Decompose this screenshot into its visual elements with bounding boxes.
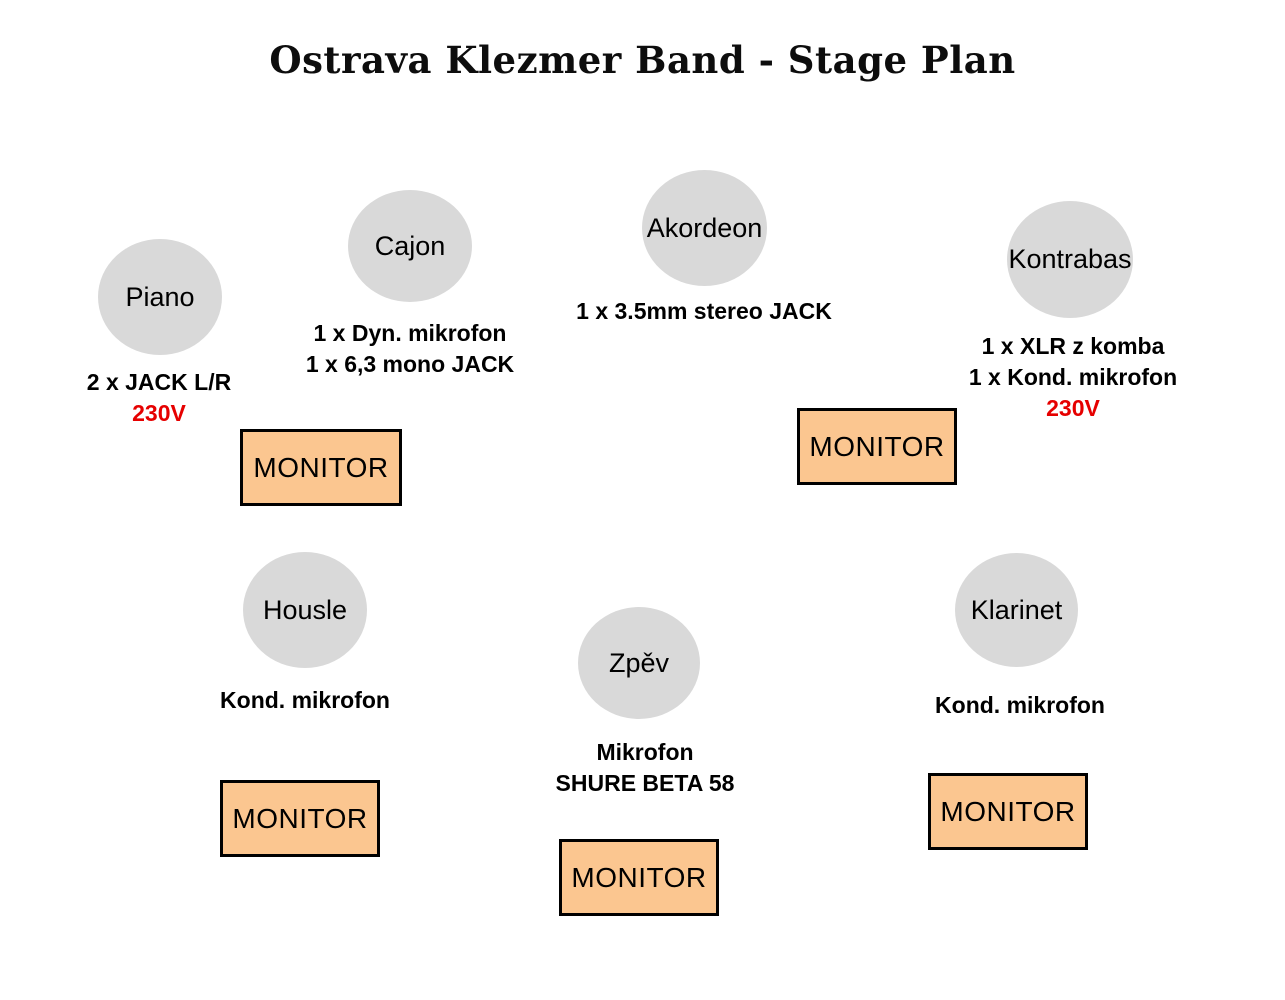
instrument-circle-zpev: Zpěv (578, 607, 700, 719)
instrument-circle-kontrabas: Kontrabas (1007, 201, 1133, 318)
spec-zpev: Mikrofon SHURE BETA 58 (485, 737, 805, 799)
spec-piano: 2 x JACK L/R 230V (0, 367, 319, 429)
instrument-circle-akordeon: Akordeon (642, 170, 767, 286)
spec-line: Mikrofon (596, 739, 694, 765)
monitor-label: MONITOR (940, 795, 1076, 827)
monitor-label: MONITOR (571, 861, 707, 893)
instrument-label-akordeon: Akordeon (646, 212, 763, 243)
power-label-piano: 230V (132, 400, 186, 426)
monitor-box-5: MONITOR (928, 773, 1088, 850)
spec-klarinet: Kond. mikrofon (860, 690, 1180, 721)
spec-line: Kond. mikrofon (935, 692, 1105, 718)
spec-line: 1 x 6,3 mono JACK (305, 351, 515, 377)
spec-line: 1 x XLR z komba (981, 333, 1165, 359)
monitor-box-2: MONITOR (797, 408, 957, 485)
spec-line: 1 x Dyn. mikrofon (313, 320, 507, 346)
instrument-circle-piano: Piano (98, 239, 222, 355)
instrument-label-housle: Housle (262, 594, 348, 625)
instrument-circle-klarinet: Klarinet (955, 553, 1078, 667)
instrument-label-cajon: Cajon (374, 230, 446, 261)
monitor-label: MONITOR (232, 802, 368, 834)
spec-line: Kond. mikrofon (220, 687, 390, 713)
monitor-label: MONITOR (809, 430, 945, 462)
monitor-box-3: MONITOR (220, 780, 380, 857)
instrument-label-kontrabas: Kontrabas (1008, 244, 1132, 274)
instrument-label-klarinet: Klarinet (970, 594, 1063, 625)
page-title: Ostrava Klezmer Band - Stage Plan (269, 38, 1016, 82)
spec-cajon: 1 x Dyn. mikrofon 1 x 6,3 mono JACK (250, 318, 570, 380)
monitor-box-1: MONITOR (240, 429, 402, 506)
spec-housle: Kond. mikrofon (145, 685, 465, 716)
spec-line: 2 x JACK L/R (86, 369, 232, 395)
spec-line: 1 x Kond. mikrofon (968, 364, 1178, 390)
spec-line: SHURE BETA 58 (555, 770, 735, 796)
spec-akordeon: 1 x 3.5mm stereo JACK (544, 296, 864, 327)
monitor-box-4: MONITOR (559, 839, 719, 916)
instrument-label-zpev: Zpěv (608, 647, 670, 678)
instrument-circle-housle: Housle (243, 552, 367, 668)
spec-line: 1 x 3.5mm stereo JACK (576, 298, 832, 324)
instrument-circle-cajon: Cajon (348, 190, 472, 302)
power-label-kontrabas: 230V (1046, 395, 1100, 421)
spec-kontrabas: 1 x XLR z komba 1 x Kond. mikrofon 230V (913, 331, 1233, 424)
monitor-label: MONITOR (253, 451, 389, 483)
instrument-label-piano: Piano (125, 281, 195, 312)
